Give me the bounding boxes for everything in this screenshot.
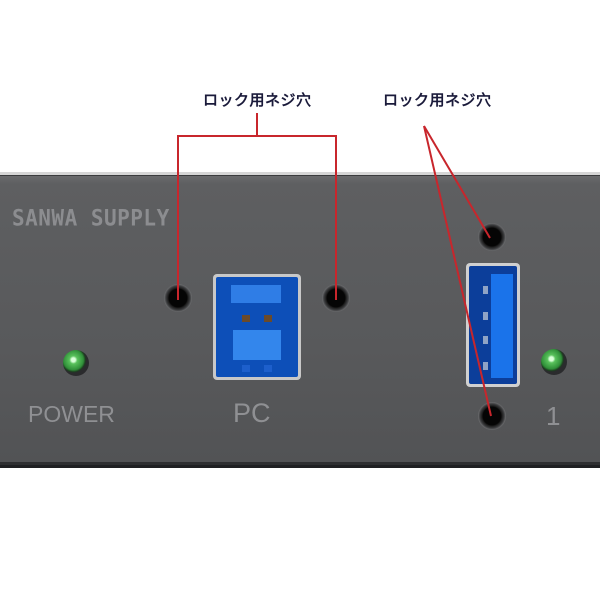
usb-type-b-port[interactable]: [213, 274, 301, 380]
port1-label: 1: [546, 401, 561, 431]
pc-label: PC: [233, 398, 271, 428]
lock-screw-hole-bottom: [478, 402, 506, 430]
callout-label-lock-screw-hole-left: ロック用ネジ穴: [203, 91, 312, 109]
usb-type-a-port-1[interactable]: [466, 263, 520, 387]
power-label: POWER: [28, 401, 115, 427]
power-led-icon: [63, 350, 89, 376]
lock-screw-hole-top: [478, 223, 506, 251]
brand-logo: SANWA SUPPLY: [12, 205, 170, 231]
port1-led-icon: [541, 349, 567, 375]
callout-label-lock-screw-hole-right: ロック用ネジ穴: [383, 91, 492, 109]
